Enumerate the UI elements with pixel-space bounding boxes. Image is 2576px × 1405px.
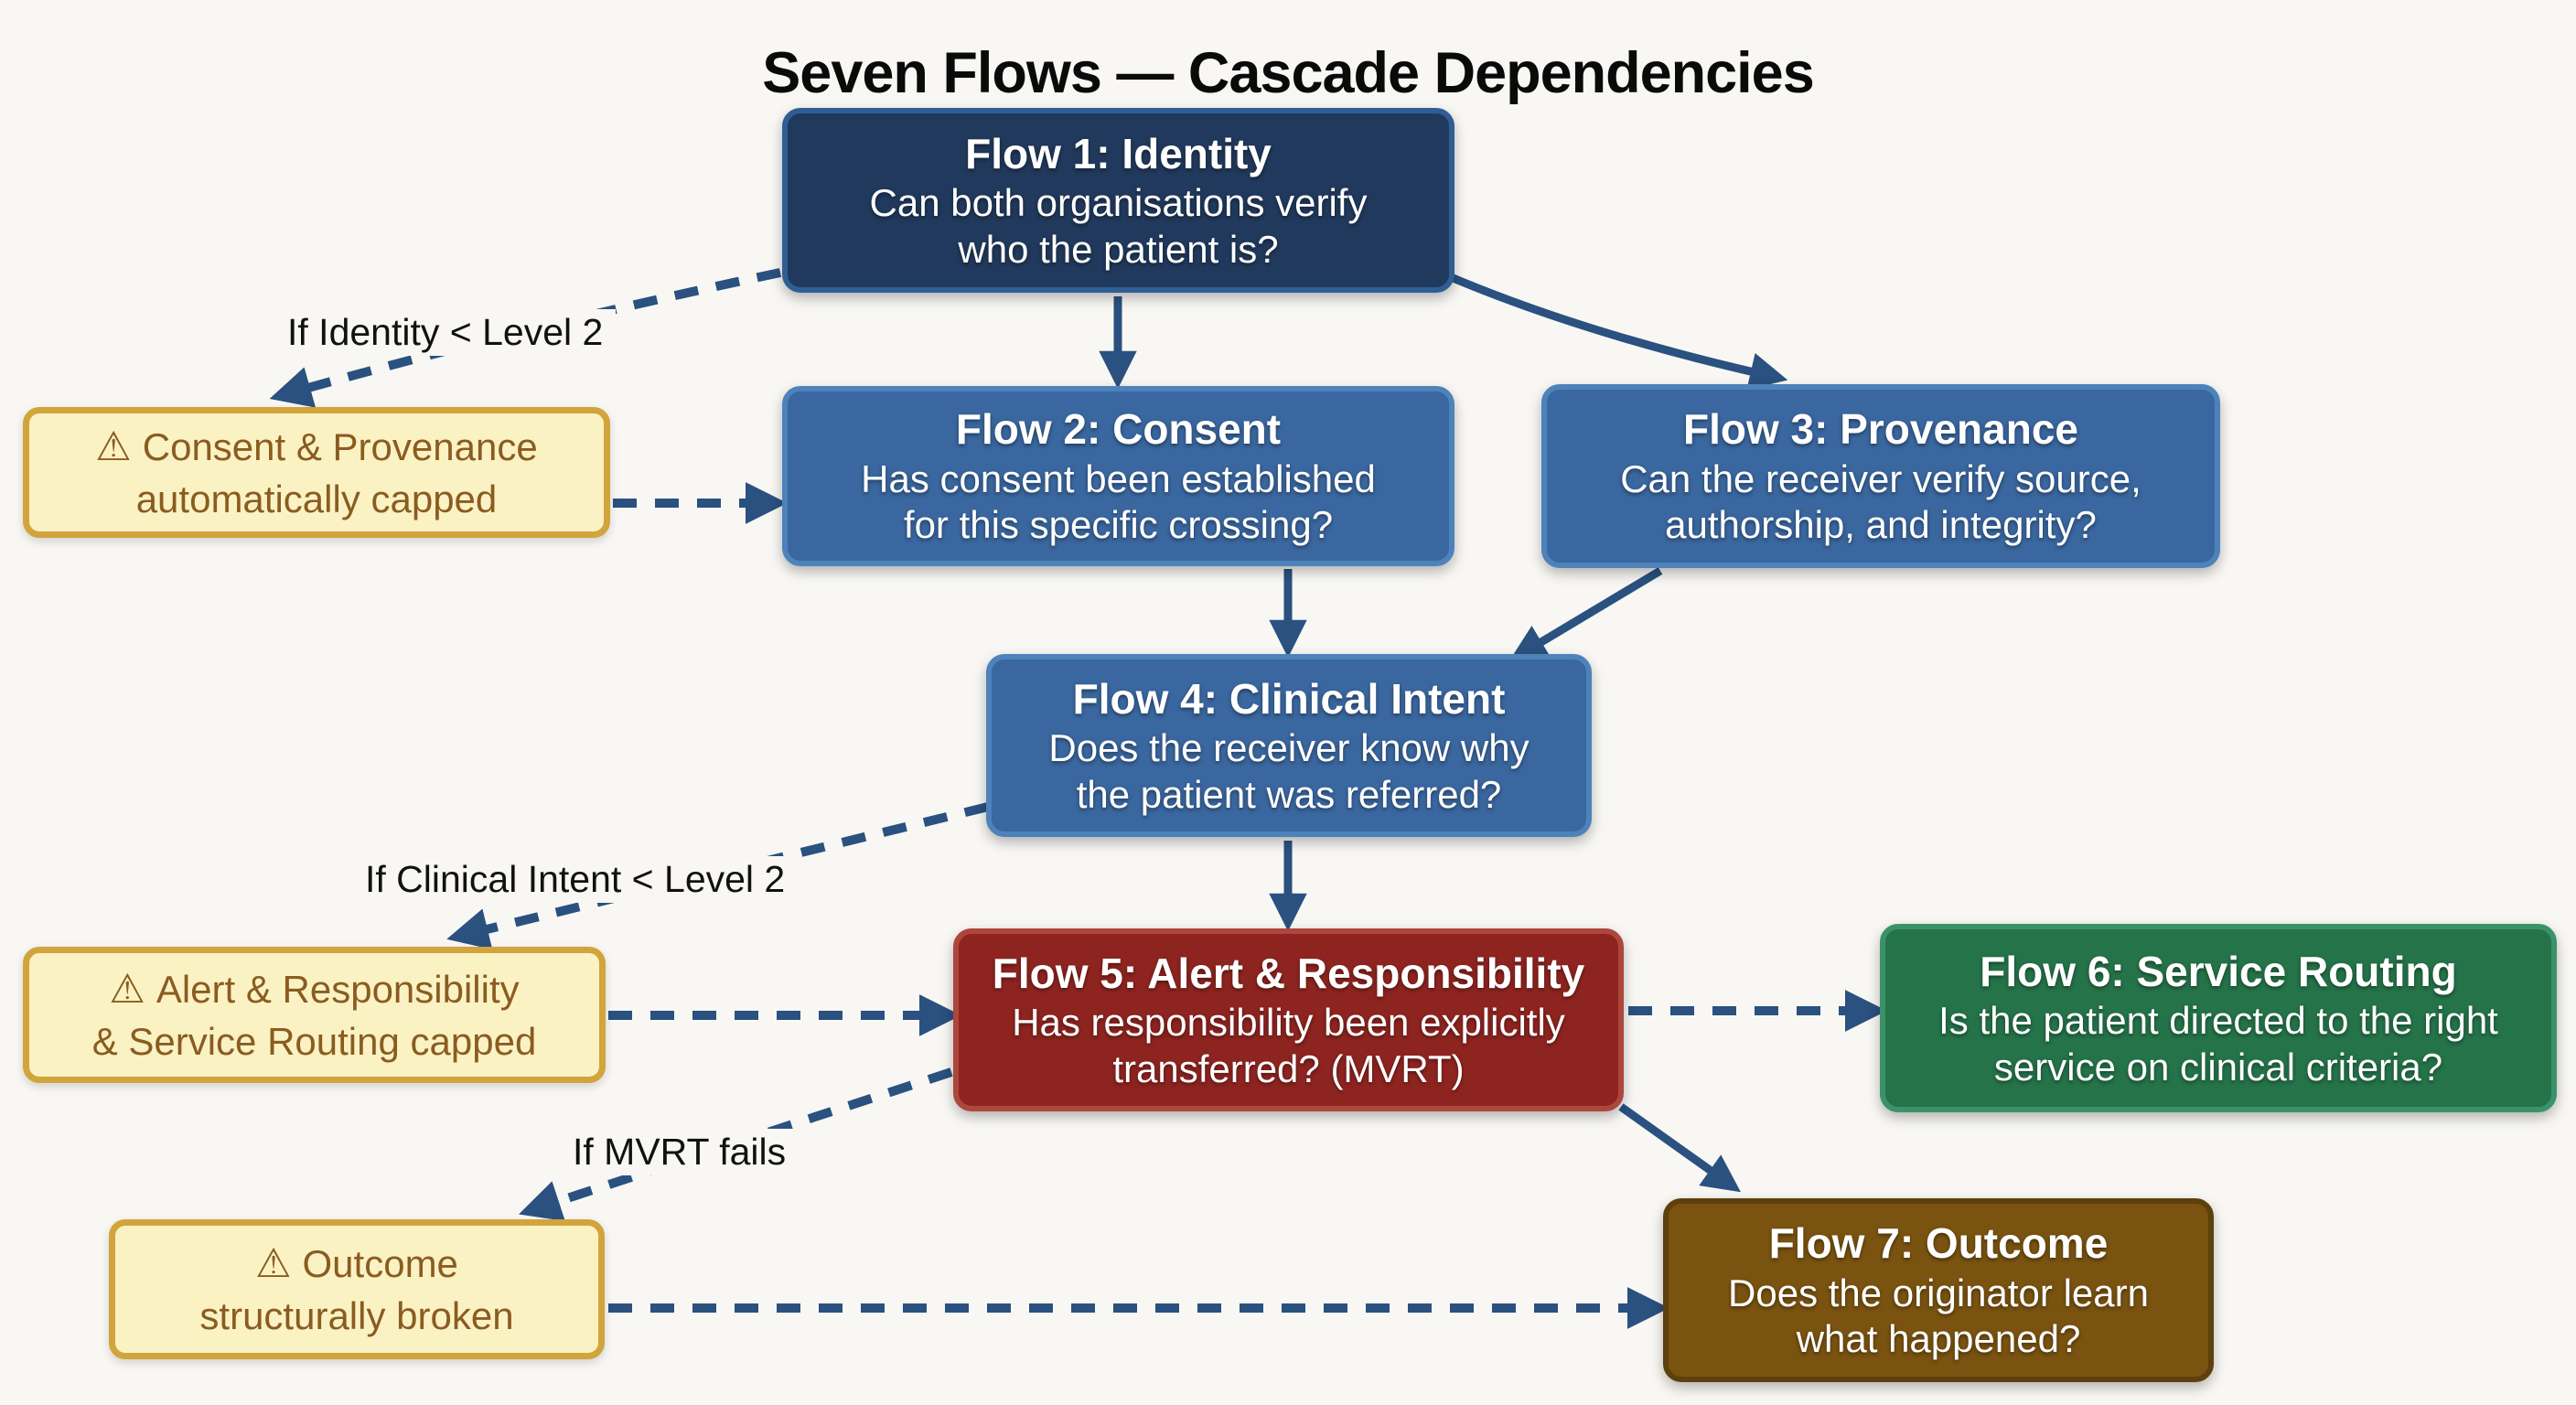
- flow1-title: Flow 1: Identity: [965, 129, 1272, 177]
- flow3-question: Can the receiver verify source, authorsh…: [1620, 456, 2141, 547]
- flow2-consent-box: Flow 2: Consent Has consent been establi…: [782, 386, 1454, 566]
- warning3-line1: ⚠Outcome: [255, 1238, 458, 1291]
- warning1-text1: Consent & Provenance: [142, 424, 538, 468]
- flow5-alert-responsibility-box: Flow 5: Alert & Responsibility Has respo…: [953, 928, 1624, 1111]
- flow5-question: Has responsibility been explicitly trans…: [1012, 1001, 1565, 1090]
- arrow-flow5-to-flow7: [1618, 1103, 1741, 1193]
- page-title: Seven Flows — Cascade Dependencies: [762, 41, 1814, 106]
- warning-icon: ⚠: [109, 966, 145, 1012]
- condition-label-identity: If Identity < Level 2: [274, 309, 617, 356]
- warning-icon: ⚠: [255, 1240, 292, 1286]
- warning-icon: ⚠: [95, 424, 132, 469]
- flow6-service-routing-box: Flow 6: Service Routing Is the patient d…: [1880, 924, 2557, 1112]
- flow1-question: Can both organisations verify who the pa…: [869, 181, 1368, 271]
- condition-label-mvrt: If MVRT fails: [560, 1129, 800, 1175]
- warning-outcome-broken: ⚠Outcome structurally broken: [109, 1219, 605, 1359]
- flow1-identity-box: Flow 1: Identity Can both organisations …: [782, 108, 1454, 293]
- flow3-provenance-box: Flow 3: Provenance Can the receiver veri…: [1541, 384, 2220, 568]
- flow4-title: Flow 4: Clinical Intent: [1072, 674, 1506, 723]
- flow7-title: Flow 7: Outcome: [1768, 1219, 2109, 1268]
- flow6-question: Is the patient directed to the right ser…: [1938, 999, 2498, 1089]
- warning-consent-provenance-capped: ⚠Consent & Provenance automatically capp…: [23, 407, 610, 538]
- warning3-text1: Outcome: [302, 1241, 458, 1285]
- flow4-clinical-intent-box: Flow 4: Clinical Intent Does the receive…: [986, 654, 1592, 837]
- warning3-line2: structurally broken: [199, 1293, 514, 1337]
- warning2-line1: ⚠Alert & Responsibility: [109, 963, 519, 1016]
- flow6-title: Flow 6: Service Routing: [1980, 947, 2457, 995]
- flow7-question: Does the originator learn what happened?: [1728, 1271, 2149, 1361]
- flow2-question: Has consent been established for this sp…: [861, 456, 1376, 547]
- flow3-title: Flow 3: Provenance: [1682, 405, 2078, 454]
- arrow-flow1-to-flow3: [1449, 273, 1788, 391]
- warning2-line2: & Service Routing capped: [91, 1019, 537, 1063]
- dashed-arrow-flow1-to-warning1: [269, 268, 782, 408]
- warning1-line1: ⚠Consent & Provenance: [95, 421, 537, 474]
- flow4-question: Does the receiver know why the patient w…: [1048, 726, 1530, 816]
- flow5-title: Flow 5: Alert & Responsibility: [992, 949, 1585, 997]
- warning2-text1: Alert & Responsibility: [156, 967, 520, 1011]
- condition-label-clinical-intent: If Clinical Intent < Level 2: [352, 856, 799, 903]
- warning1-line2: automatically capped: [135, 477, 498, 520]
- flow7-outcome-box: Flow 7: Outcome Does the originator lear…: [1663, 1198, 2214, 1382]
- warning-alert-routing-capped: ⚠Alert & Responsibility & Service Routin…: [23, 947, 606, 1083]
- flow2-title: Flow 2: Consent: [955, 405, 1282, 454]
- arrow-flow3-to-flow4: [1508, 567, 1663, 662]
